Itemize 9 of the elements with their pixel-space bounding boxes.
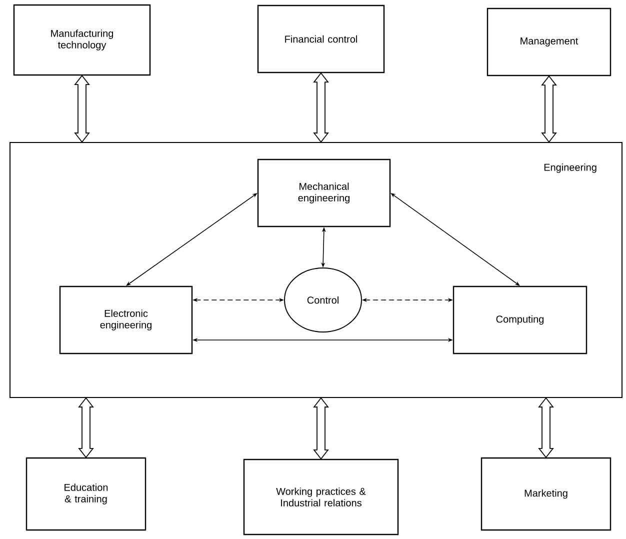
process-box: Mechanical engineering [257, 158, 391, 228]
process-box: Electronic engineering [59, 286, 193, 354]
relations-box: Working practices & Industrial relations [243, 458, 399, 536]
process-box: Computing [452, 286, 588, 354]
education-box: Education & training [26, 457, 146, 531]
management-box: Management [486, 8, 612, 76]
manufacturing-box: Manufacturing technology [13, 4, 151, 76]
financial-box: Financial control [257, 4, 385, 74]
marketing-box: Marketing [480, 457, 612, 531]
